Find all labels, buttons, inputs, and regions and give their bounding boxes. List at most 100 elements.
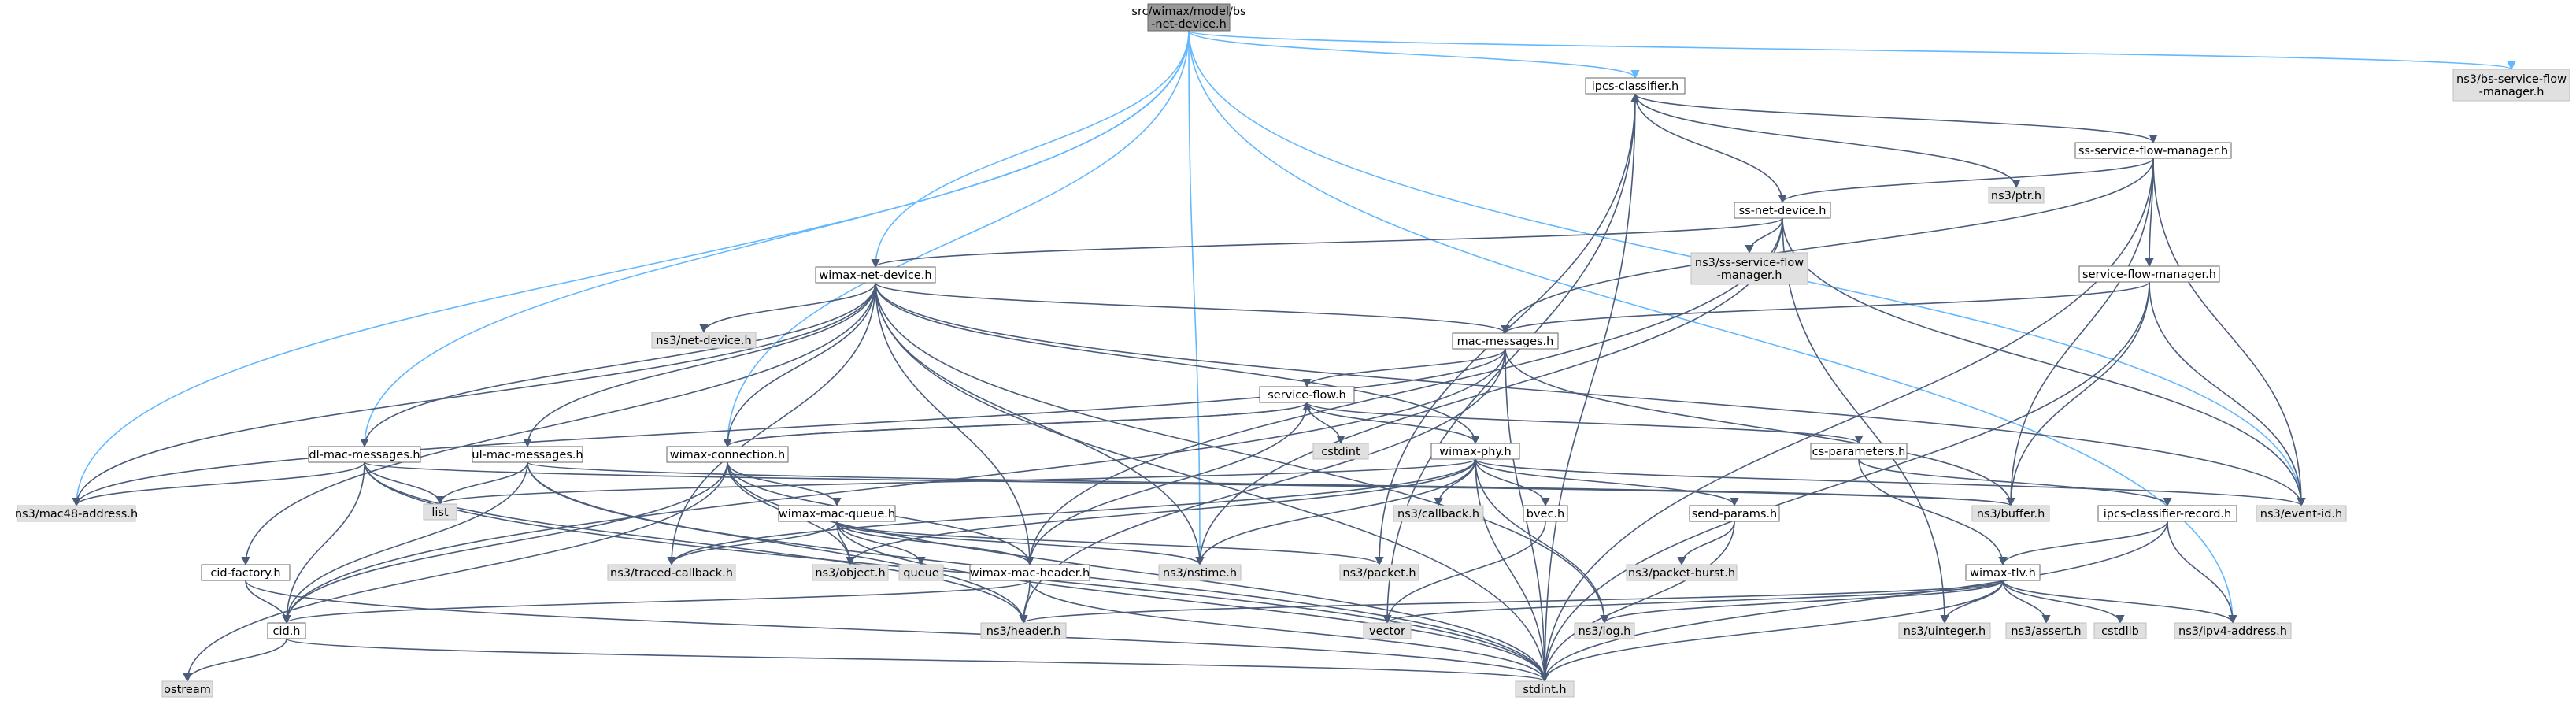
edge-ipcs-classifier-to-stdint (1540, 93, 1636, 683)
node-ns3-event-id: ns3/event-id.h (2256, 505, 2347, 522)
node-label-send-params: send-params.h (1692, 508, 1778, 521)
edge-cid-factory-to-cid (245, 580, 291, 625)
node-ns3-ss-service-flow-manager: ns3/ss-service-flow-manager.h (1690, 252, 1808, 285)
edge-wimax-connection-to-service-flow (727, 401, 1312, 447)
node-box-send-params (1689, 505, 1780, 522)
node-box-cid-factory (201, 564, 291, 581)
node-wimax-net-device[interactable]: wimax-net-device.h (815, 266, 936, 284)
node-label-root-line-2: -net-device.h (1151, 18, 1227, 31)
node-label-cs-parameters: cs-parameters.h (1812, 446, 1906, 458)
node-cid-factory[interactable]: cid-factory.h (201, 564, 291, 581)
edge-mac-messages-to-service-flow (1302, 348, 1506, 388)
node-label-wimax-phy: wimax-phy.h (1439, 446, 1511, 458)
edge-mac-messages-to-ns3-mac48-address (72, 348, 1506, 507)
edge-ul-mac-messages-to-list (435, 461, 528, 506)
edge-ipcs-classifier-record-to-wimax-tlv (1998, 521, 2168, 566)
node-wimax-mac-queue[interactable]: wimax-mac-queue.h (778, 505, 896, 522)
node-service-flow-manager[interactable]: service-flow-manager.h (2078, 265, 2220, 283)
node-box-ns3-ipv4-address (2174, 622, 2292, 639)
node-ns3-mac48-address: ns3/mac48-address.h (15, 505, 138, 522)
node-label-service-flow-manager: service-flow-manager.h (2082, 269, 2216, 281)
edge-ss-net-device-to-wimax-net-device (871, 217, 1783, 269)
edge-wimax-phy-to-list (435, 458, 1476, 506)
edge-root-to-dl-mac-messages (360, 30, 1190, 448)
node-label-ns3-net-device: ns3/net-device.h (656, 335, 751, 347)
node-dl-mac-messages[interactable]: dl-mac-messages.h (308, 446, 421, 463)
node-ipcs-classifier-record[interactable]: ipcs-classifier-record.h (2097, 505, 2237, 522)
node-box-wimax-mac-queue (778, 505, 896, 522)
node-bs-service-flow-manager: ns3/bs-service-flow-manager.h (2452, 69, 2570, 102)
node-vector: vector (1363, 622, 1412, 639)
node-box-ns3-net-device (651, 332, 757, 349)
node-box-service-flow-manager (2078, 265, 2220, 283)
node-label-cstdint: cstdint (1321, 446, 1360, 458)
edge-layer (72, 30, 2515, 683)
node-send-params[interactable]: send-params.h (1689, 505, 1780, 522)
node-bvec[interactable]: bvec.h (1523, 505, 1568, 522)
node-label-ipcs-classifier-record: ipcs-classifier-record.h (2104, 508, 2231, 521)
node-label-wimax-mac-header: wimax-mac-header.h (970, 567, 1090, 580)
node-wimax-connection[interactable]: wimax-connection.h (666, 446, 789, 463)
node-label-ns3-ptr: ns3/ptr.h (1991, 190, 2041, 202)
edge-ul-mac-messages-to-cid (282, 461, 528, 625)
node-box-ss-service-flow-manager (2074, 142, 2232, 159)
edge-wimax-tlv-to-ns3-log (1600, 580, 2004, 625)
node-wimax-phy[interactable]: wimax-phy.h (1430, 443, 1520, 460)
node-wimax-tlv[interactable]: wimax-tlv.h (1965, 564, 2041, 581)
edge-wimax-tlv-to-stdint (1540, 580, 2004, 683)
node-ipcs-classifier[interactable]: ipcs-classifier.h (1585, 77, 1686, 95)
node-label-ns3-log: ns3/log.h (1579, 625, 1631, 638)
node-label-cstdlib: cstdlib (2101, 625, 2139, 638)
node-box-ns3-ss-service-flow-manager (1690, 252, 1808, 285)
node-ss-service-flow-manager[interactable]: ss-service-flow-manager.h (2074, 142, 2232, 159)
node-box-ns3-buffer (1971, 505, 2050, 522)
node-box-ns3-traced-callback (607, 564, 736, 581)
edge-wimax-mac-queue-to-ns3-object (836, 521, 855, 566)
edge-ipcs-classifier-to-ss-service-flow-manager (1634, 93, 2158, 144)
edge-ss-service-flow-manager-to-mac-messages (1501, 158, 2154, 335)
node-ul-mac-messages[interactable]: ul-mac-messages.h (472, 446, 583, 463)
edge-ss-net-device-to-ns3-uinteger (1782, 217, 1949, 625)
node-service-flow[interactable]: service-flow.h (1259, 386, 1355, 403)
node-label-ns3-event-id: ns3/event-id.h (2260, 508, 2342, 521)
edge-wimax-tlv-to-cstdlib (2002, 580, 2125, 625)
node-label-dl-mac-messages: dl-mac-messages.h (309, 449, 420, 461)
node-box-bs-service-flow-manager (2452, 69, 2570, 102)
node-label-wimax-tlv: wimax-tlv.h (1970, 567, 2036, 580)
node-box-ns3-uinteger (1898, 622, 1991, 639)
node-label-ns3-nstime: ns3/nstime.h (1163, 567, 1237, 580)
node-box-stdint (1515, 680, 1575, 698)
node-box-service-flow (1259, 386, 1355, 403)
node-box-wimax-phy (1430, 443, 1520, 460)
node-cstdlib: cstdlib (2093, 622, 2147, 639)
node-ss-net-device[interactable]: ss-net-device.h (1734, 202, 1831, 219)
node-ns3-assert: ns3/assert.h (2005, 622, 2087, 639)
edge-ul-mac-messages-to-ns3-buffer (527, 461, 2015, 507)
node-label-ns3-packet: ns3/packet.h (1342, 567, 1416, 580)
edge-cid-to-stdint (286, 638, 1549, 683)
node-label-ns3-buffer: ns3/buffer.h (1977, 508, 2045, 521)
edge-wimax-tlv-to-ns3-header (1019, 580, 2004, 625)
node-mac-messages[interactable]: mac-messages.h (1452, 332, 1559, 350)
node-box-ns3-assert (2005, 622, 2087, 639)
edge-ss-service-flow-manager-to-ss-net-device (1778, 158, 2154, 204)
node-box-ostream (161, 680, 213, 698)
node-cs-parameters[interactable]: cs-parameters.h (1810, 443, 1908, 460)
edge-root-to-ns3-mac48-address (72, 30, 1190, 507)
node-queue: queue (898, 564, 944, 581)
node-ns3-object: ns3/object.h (812, 564, 889, 581)
node-ns3-buffer: ns3/buffer.h (1971, 505, 2050, 522)
edge-ss-service-flow-manager-to-stdint (1540, 158, 2154, 683)
edge-wimax-net-device-to-ns3-traced-callback (667, 282, 876, 566)
node-cid[interactable]: cid.h (267, 622, 306, 639)
node-ns3-ptr: ns3/ptr.h (1988, 187, 2045, 204)
edge-wimax-mac-header-to-cid (282, 580, 1031, 625)
edge-service-flow-manager-to-mac-messages (1501, 281, 2150, 335)
node-label-vector: vector (1369, 625, 1405, 638)
node-box-cstdlib (2093, 622, 2147, 639)
node-box-cstdint (1312, 443, 1369, 460)
node-wimax-mac-header[interactable]: wimax-mac-header.h (969, 564, 1090, 581)
node-box-ipcs-classifier-record (2097, 505, 2237, 522)
edge-cs-parameters-to-wimax-tlv (1858, 458, 2008, 566)
node-root[interactable]: src/wimax/model/bs-net-device.h (1131, 3, 1246, 32)
